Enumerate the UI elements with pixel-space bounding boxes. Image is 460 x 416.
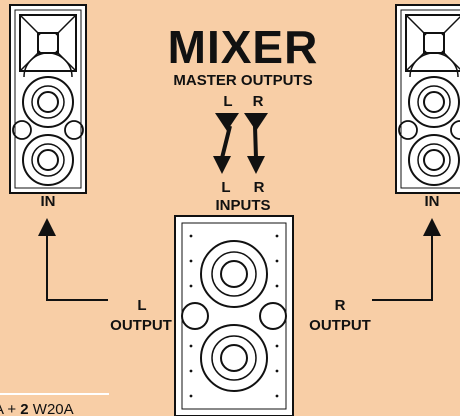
inputs-label: INPUTS xyxy=(215,197,271,214)
diagram-title: MIXER xyxy=(167,21,319,73)
caption-count: 2 xyxy=(20,401,29,416)
master-to-input-arrows xyxy=(220,125,258,159)
right-output-arrow xyxy=(372,218,441,301)
caption-model: W20A xyxy=(28,401,74,416)
input-channel-left: L xyxy=(221,179,231,196)
master-left-arrowhead xyxy=(215,113,239,131)
master-outputs-label: MASTER OUTPUTS xyxy=(173,72,313,89)
right-output-label: OUTPUT xyxy=(309,317,371,334)
center-bottom-speaker xyxy=(174,215,294,416)
input-channel-right: R xyxy=(253,179,265,196)
left-output-label: OUTPUT xyxy=(110,317,172,334)
right-top-speaker xyxy=(395,4,460,194)
caption: A + 2 W20A xyxy=(0,402,74,416)
input-left-arrowhead xyxy=(213,156,231,174)
left-speaker-in-label: IN xyxy=(40,193,56,210)
left-output-channel: L xyxy=(137,297,147,314)
master-right-arrowhead xyxy=(244,113,268,131)
master-arrowheads xyxy=(213,113,268,174)
left-top-speaker xyxy=(9,4,87,194)
right-output-channel: R xyxy=(334,297,346,314)
caption-prefix: A + xyxy=(0,401,17,416)
caption-rule xyxy=(0,393,109,395)
right-speaker-in-label: IN xyxy=(424,193,440,210)
left-output-arrow xyxy=(38,218,108,301)
input-right-arrowhead xyxy=(247,156,265,174)
master-channel-left: L xyxy=(223,93,233,110)
master-channel-right: R xyxy=(252,93,264,110)
